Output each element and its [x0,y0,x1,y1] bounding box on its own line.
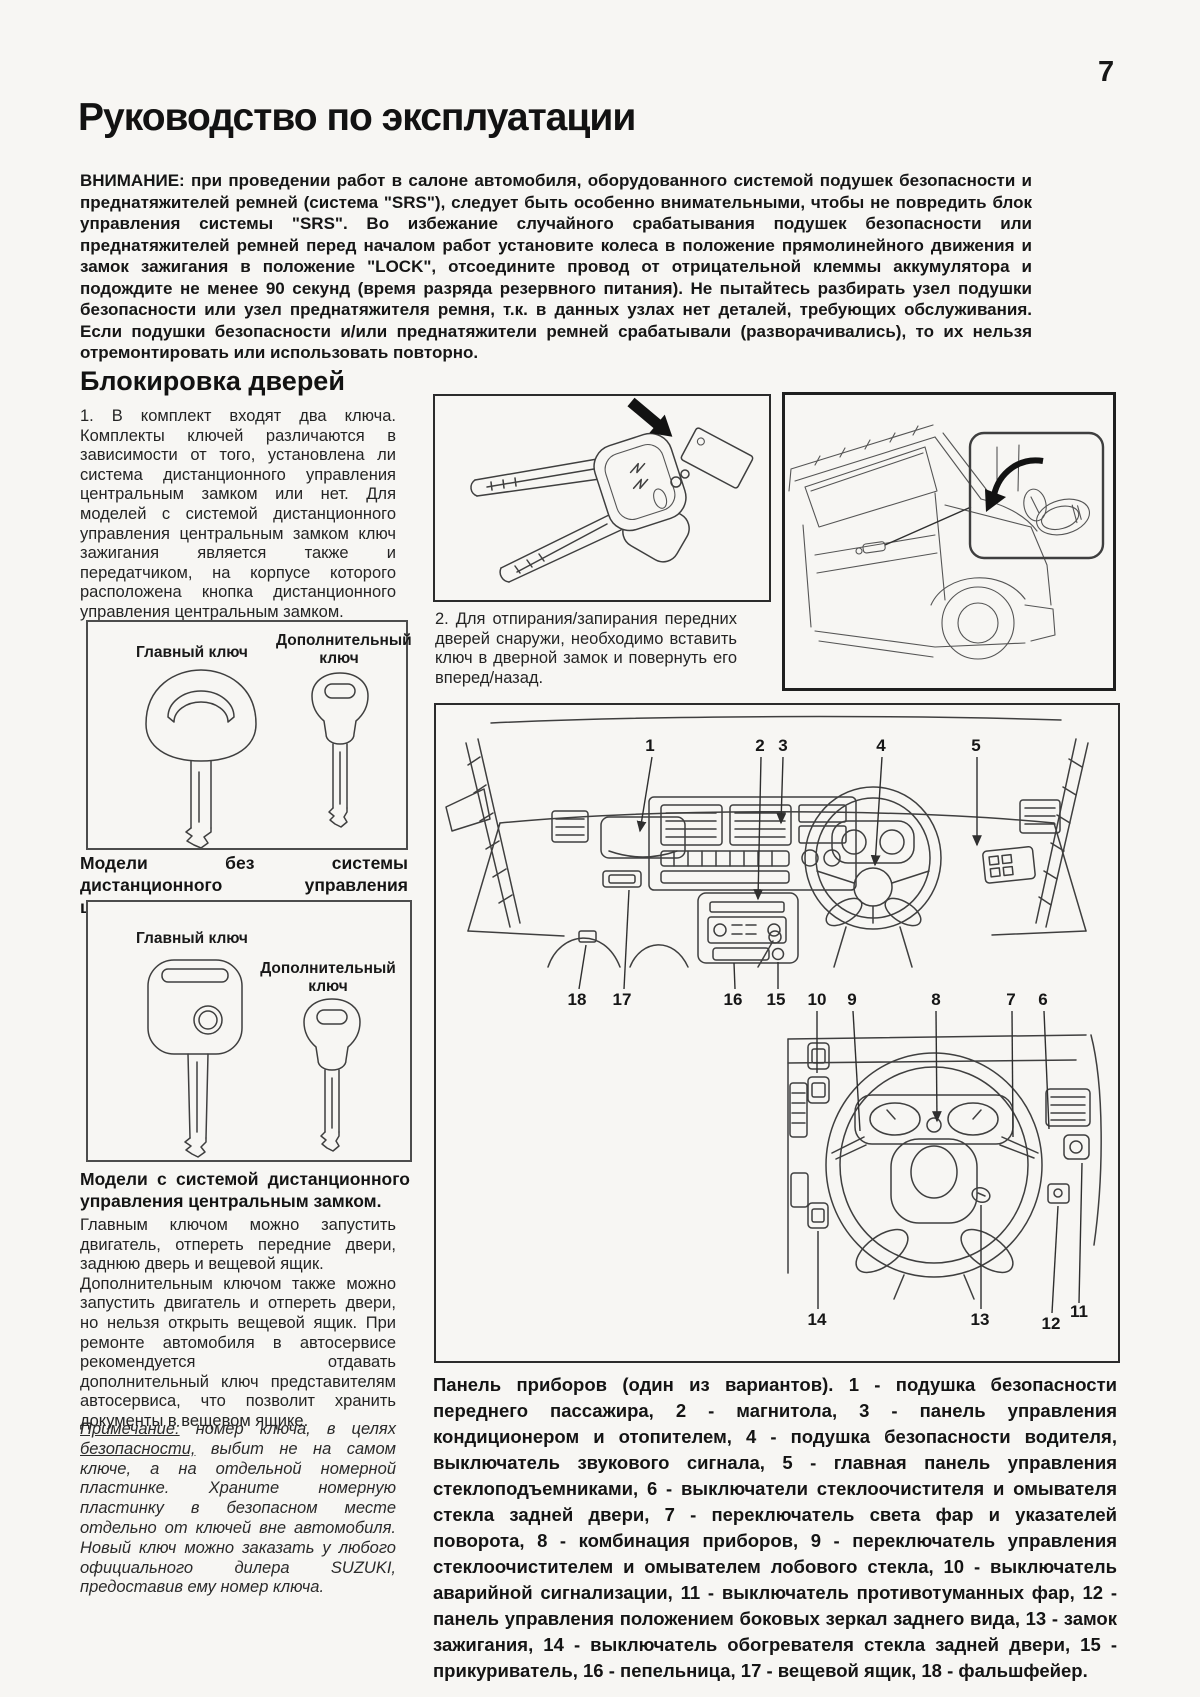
additional-key-paragraph: Дополнительным ключом также можно запуст… [80,1274,396,1430]
additional-key-label: Дополнительный ключ [260,960,396,995]
callout-7: 7 [1006,990,1015,1009]
keys-basic-drawing [145,669,369,848]
down-arrow-icon [627,397,673,437]
callout-2: 2 [755,736,764,755]
callout-6: 6 [1038,990,1047,1009]
callout-15: 15 [767,990,786,1009]
main-key-paragraph: Главным ключом можно запустить двигатель… [80,1216,396,1274]
page-title: Руководство по эксплуатации [78,96,636,139]
door-unlock-paragraph: 2. Для отпирания/запирания передних двер… [435,610,737,687]
callout-12: 12 [1042,1314,1061,1333]
callout-1: 1 [645,736,654,755]
callout-11: 11 [1070,1302,1088,1321]
note-label: Примечание: [80,1420,180,1438]
srs-warning: ВНИМАНИЕ: при проведении работ в салоне … [80,171,1032,362]
callout-18: 18 [568,990,587,1009]
callout-9: 9 [847,990,856,1009]
additional-key-label: Дополнительный ключ [276,632,412,667]
callout-10: 10 [808,990,827,1009]
keys-kit-paragraph: 1. В комплект входят два ключа. Комплект… [80,407,396,621]
figure-keys-basic: Главный ключ Дополнительный ключ [86,620,412,850]
callout-numbers: 1 2 3 4 5 18 17 16 15 10 9 8 7 6 14 13 1… [568,736,1088,1333]
callout-16: 16 [724,990,743,1009]
figure-keys-remote: Главный ключ Дополнительный ключ [86,900,412,1162]
section-heading: Блокировка дверей [80,366,345,396]
callout-14: 14 [808,1310,827,1329]
instrument-panel-caption: Панель приборов (один из вариантов). 1 -… [433,1374,1117,1681]
figure-instrument-panel: 1 2 3 4 5 18 17 16 15 10 9 8 7 6 14 13 1… [434,703,1120,1363]
keys-usage-paragraphs: Главным ключом можно запустить двигатель… [80,1216,396,1432]
main-key-label: Главный ключ [136,930,248,947]
figure-keys-with-tag [433,394,771,602]
callout-4: 4 [876,736,886,755]
callout-5: 5 [971,736,980,755]
callout-13: 13 [971,1310,990,1329]
callout-3: 3 [778,736,787,755]
callout-17: 17 [613,990,632,1009]
caption-keys-remote: Модели с системой дистанционного управле… [80,1169,410,1211]
callout-8: 8 [931,990,940,1009]
page-number: 7 [1098,56,1115,88]
door-lock-drawing [788,424,1105,660]
key-number-note: Примечание: номер ключа, в целях безопас… [80,1420,396,1597]
keys-tag-drawing [470,397,754,583]
rotate-arrow-icon [985,457,1044,512]
keys-remote-drawing [147,959,361,1158]
instrument-panel-drawing: 1 2 3 4 5 18 17 16 15 10 9 8 7 6 14 13 1… [445,715,1102,1333]
figure-door-lock [782,392,1116,691]
main-key-label: Главный ключ [136,644,248,661]
